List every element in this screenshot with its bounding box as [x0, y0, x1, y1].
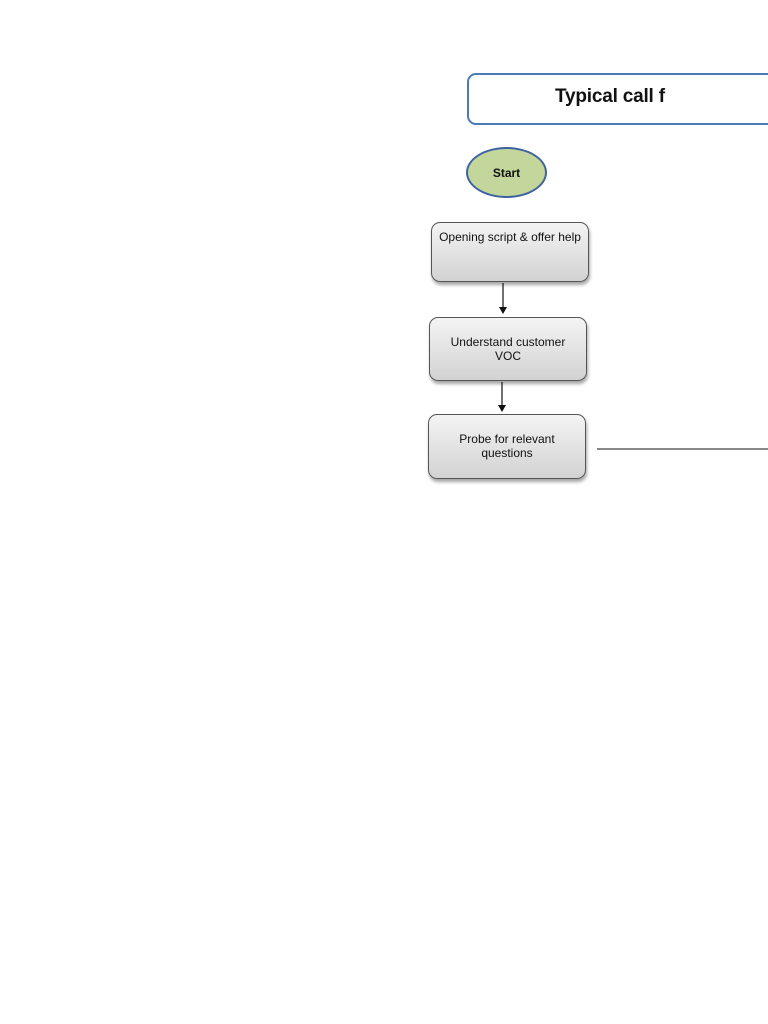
step-opening-script: Opening script & offer help [431, 222, 589, 282]
start-node: Start [466, 147, 547, 198]
step-understand-customer: Understand customer VOC [429, 317, 587, 381]
start-label: Start [492, 165, 521, 180]
step-probe-questions: Probe for relevant questions [428, 414, 586, 479]
step-label: Opening script & offer help [439, 230, 581, 244]
diagram-title: Typical call f [555, 86, 665, 107]
step-label: Understand customer VOC [450, 335, 566, 363]
title-box [467, 73, 768, 125]
step-label: Probe for relevant questions [459, 432, 555, 460]
